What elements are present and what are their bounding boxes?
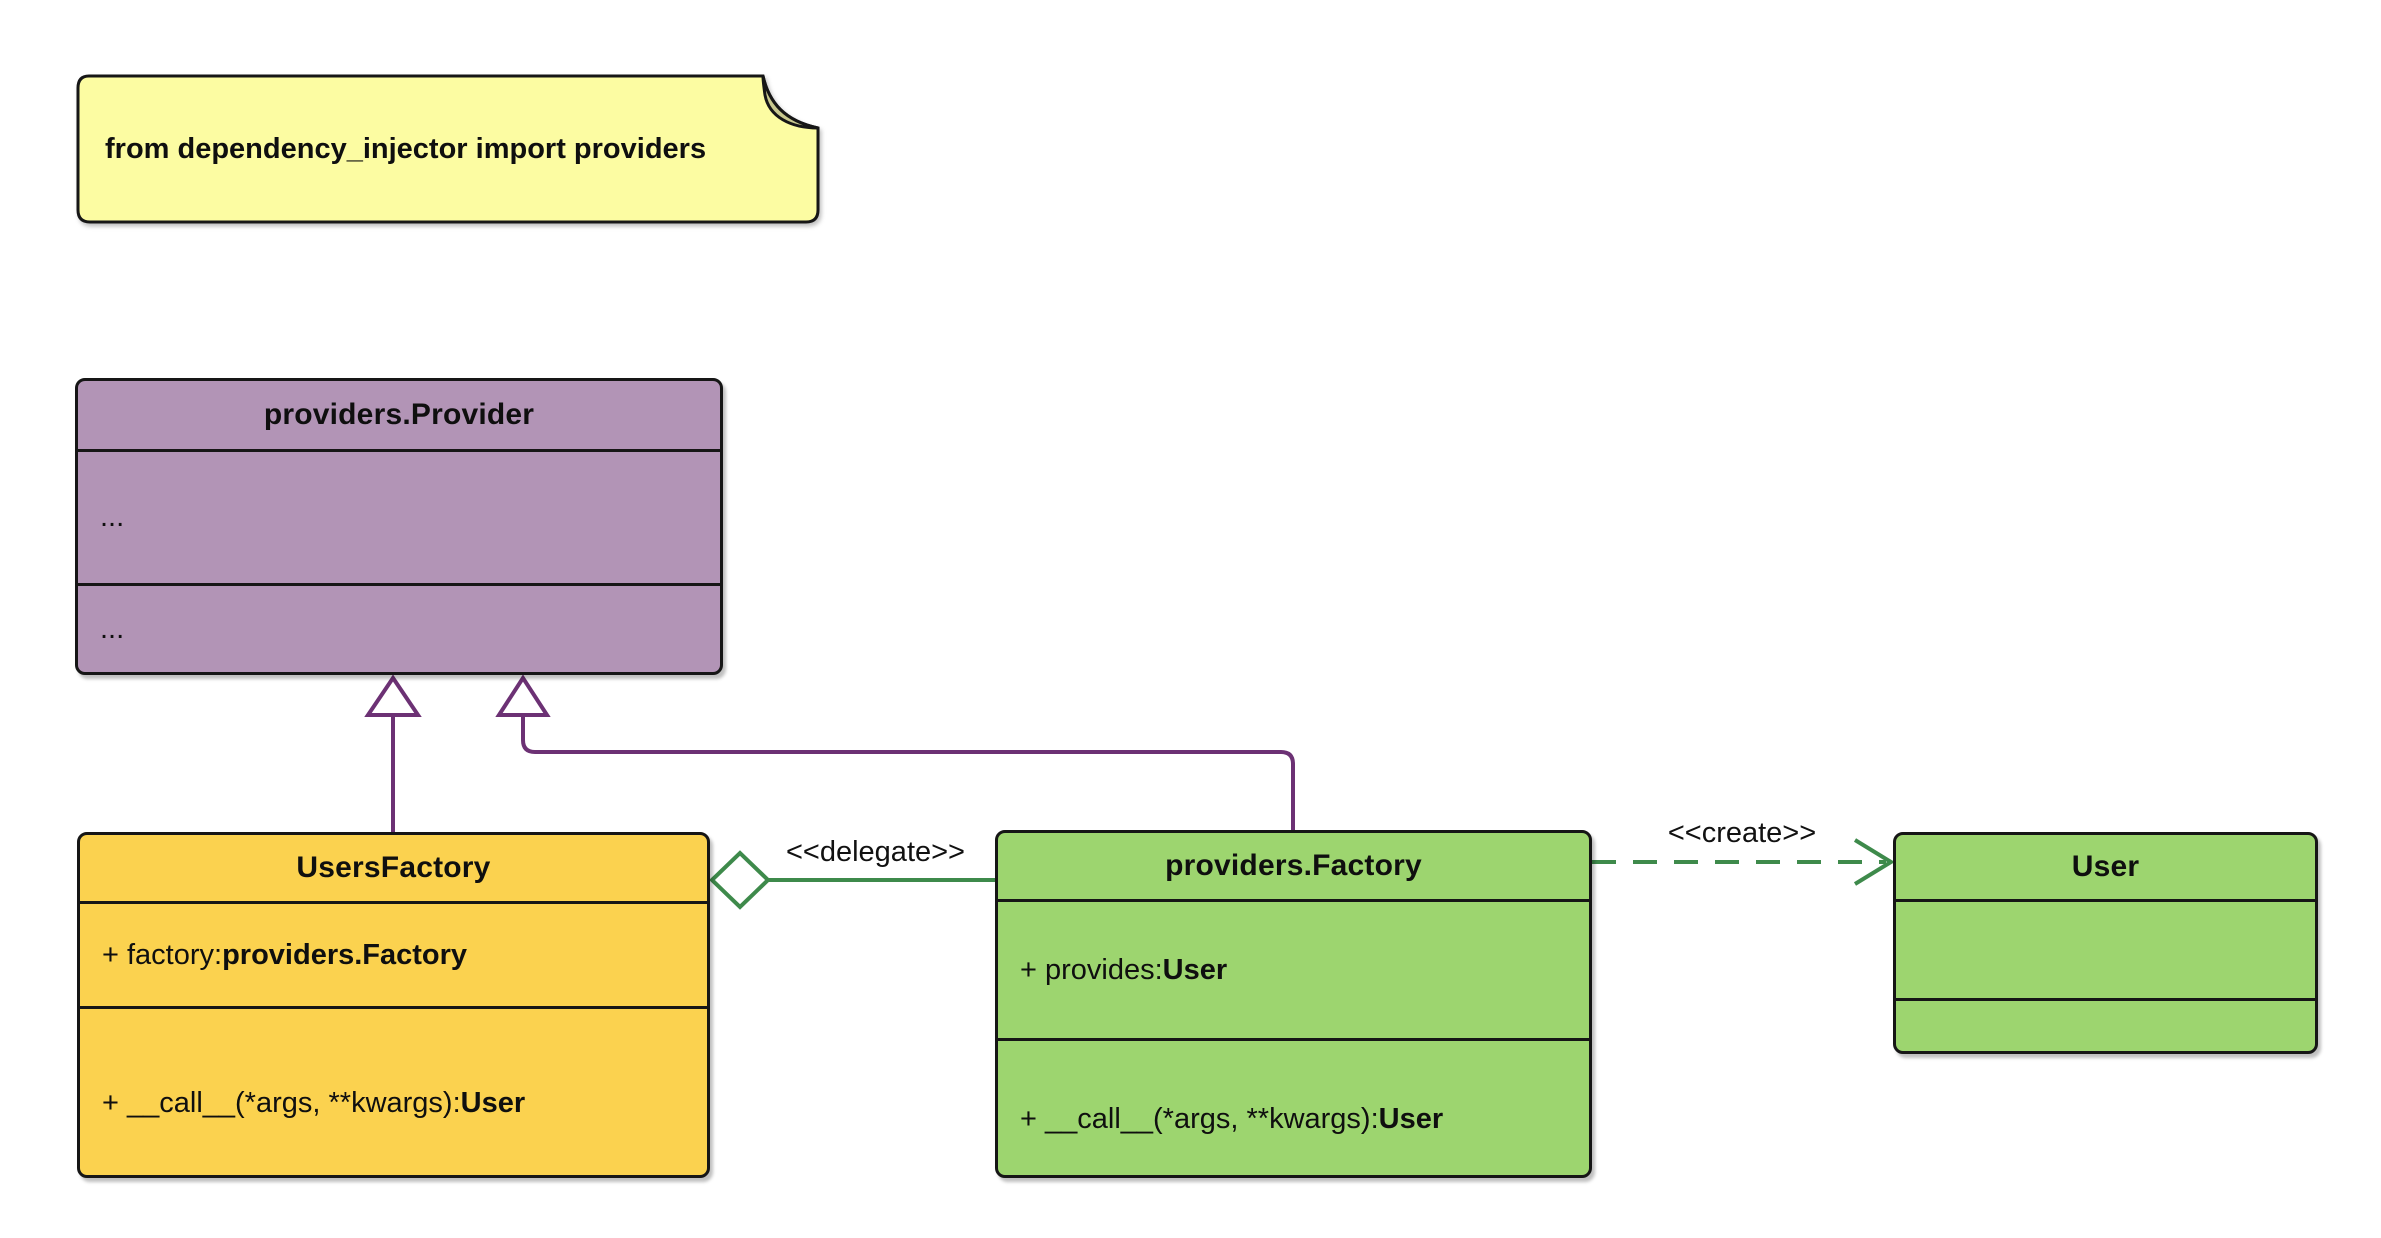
aggregation-diamond-icon xyxy=(709,850,771,910)
attribute-text: + provides: xyxy=(1020,953,1163,986)
methods-compartment: + __call__(*args, **kwargs): User xyxy=(998,1038,1589,1175)
class-providers-factory: providers.Factory + provides: User + __c… xyxy=(995,830,1592,1178)
attribute-text: + factory: xyxy=(102,938,223,971)
note-shape xyxy=(76,74,820,224)
class-users-factory: UsersFactory + factory: providers.Factor… xyxy=(77,832,710,1178)
create-stereotype-label: <<create>> xyxy=(1667,817,1817,849)
note-fold-icon xyxy=(761,74,820,130)
attributes-compartment: + factory: providers.Factory xyxy=(80,901,707,1006)
methods-placeholder: ... xyxy=(100,612,125,645)
class-title: providers.Factory xyxy=(1165,849,1422,882)
methods-compartment: ... xyxy=(78,583,720,672)
class-providers-provider: providers.Provider ... ... xyxy=(75,378,723,675)
delegate-stereotype-label: <<delegate>> xyxy=(785,836,965,868)
open-arrowhead-icon xyxy=(1853,838,1895,886)
attributes-placeholder: ... xyxy=(100,501,125,533)
class-title: UsersFactory xyxy=(296,851,491,884)
method-text: + __call__(*args, **kwargs): xyxy=(102,1086,461,1119)
attribute-type: providers.Factory xyxy=(222,938,468,971)
methods-compartment xyxy=(1896,998,2315,1051)
note-text: from dependency_injector import provider… xyxy=(105,132,707,165)
attribute-type: User xyxy=(1162,953,1228,986)
class-user: User xyxy=(1893,832,2318,1054)
method-return-type: User xyxy=(1378,1102,1444,1135)
methods-compartment: + __call__(*args, **kwargs): User xyxy=(80,1006,707,1175)
generalization-triangle-icon-right xyxy=(495,674,551,717)
generalization-line-factory xyxy=(521,715,1295,830)
class-title: providers.Provider xyxy=(263,398,535,431)
method-text: + __call__(*args, **kwargs): xyxy=(1020,1102,1379,1135)
code-note: from dependency_injector import provider… xyxy=(75,73,825,229)
attributes-compartment: + provides: User xyxy=(998,899,1589,1038)
class-title: User xyxy=(2071,850,2140,883)
method-return-type: User xyxy=(460,1086,526,1119)
generalization-triangle-icon-left xyxy=(364,674,422,717)
attributes-compartment xyxy=(1896,899,2315,998)
attributes-compartment: ... xyxy=(78,449,720,583)
